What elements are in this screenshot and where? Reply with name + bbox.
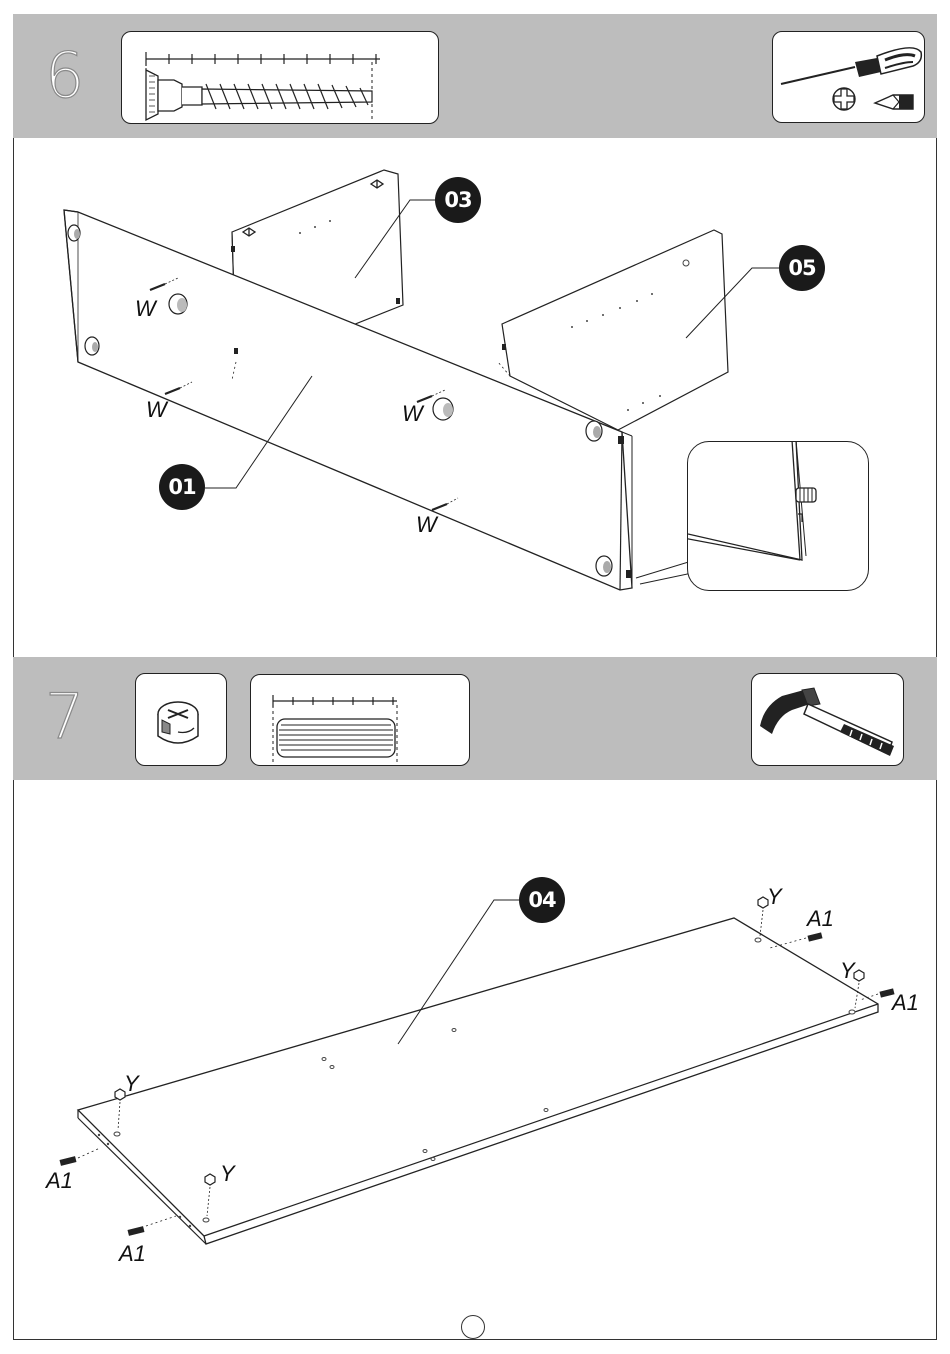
dowel-label-a1-2: A1 xyxy=(119,1243,146,1265)
wooden-dowel-icon xyxy=(251,675,470,766)
hammer-box xyxy=(751,673,904,766)
dowel-label-a1-3: A1 xyxy=(807,908,834,930)
cam-label-y-4: Y xyxy=(840,960,855,982)
fastener-label-w-3: W xyxy=(402,403,423,425)
flat-head-icon xyxy=(873,89,917,115)
dowel-box xyxy=(250,674,470,766)
part-badge-04: 04 xyxy=(519,877,565,923)
detail-zoom-box xyxy=(687,441,869,591)
step-7-illustration xyxy=(0,780,950,1300)
dowel-label-a1-1: A1 xyxy=(46,1170,73,1192)
page-number-circle xyxy=(461,1315,485,1339)
cam-label-y-2: Y xyxy=(220,1163,235,1185)
step-7-number: 7 xyxy=(45,686,84,748)
fastener-label-w-4: W xyxy=(416,514,437,536)
phillips-head-icon xyxy=(829,84,859,114)
part-badge-01: 01 xyxy=(159,464,205,510)
part-badge-03: 03 xyxy=(435,177,481,223)
cam-lock-icon xyxy=(136,674,227,766)
cam-label-y-3: Y xyxy=(767,886,782,908)
dowel-label-a1-4: A1 xyxy=(892,992,919,1014)
cam-lock-box xyxy=(135,673,227,766)
step-6-number: 6 xyxy=(45,45,84,107)
fastener-label-w-2: W xyxy=(146,399,167,421)
cam-bolt-box xyxy=(121,31,439,124)
hammer-icon xyxy=(752,674,904,766)
fastener-label-w-1: W xyxy=(135,298,156,320)
cam-label-y-1: Y xyxy=(124,1073,139,1095)
tools-box xyxy=(772,31,925,123)
part-badge-05: 05 xyxy=(779,245,825,291)
detail-zoom-illustration xyxy=(688,442,869,591)
cam-bolt-icon xyxy=(122,32,439,124)
